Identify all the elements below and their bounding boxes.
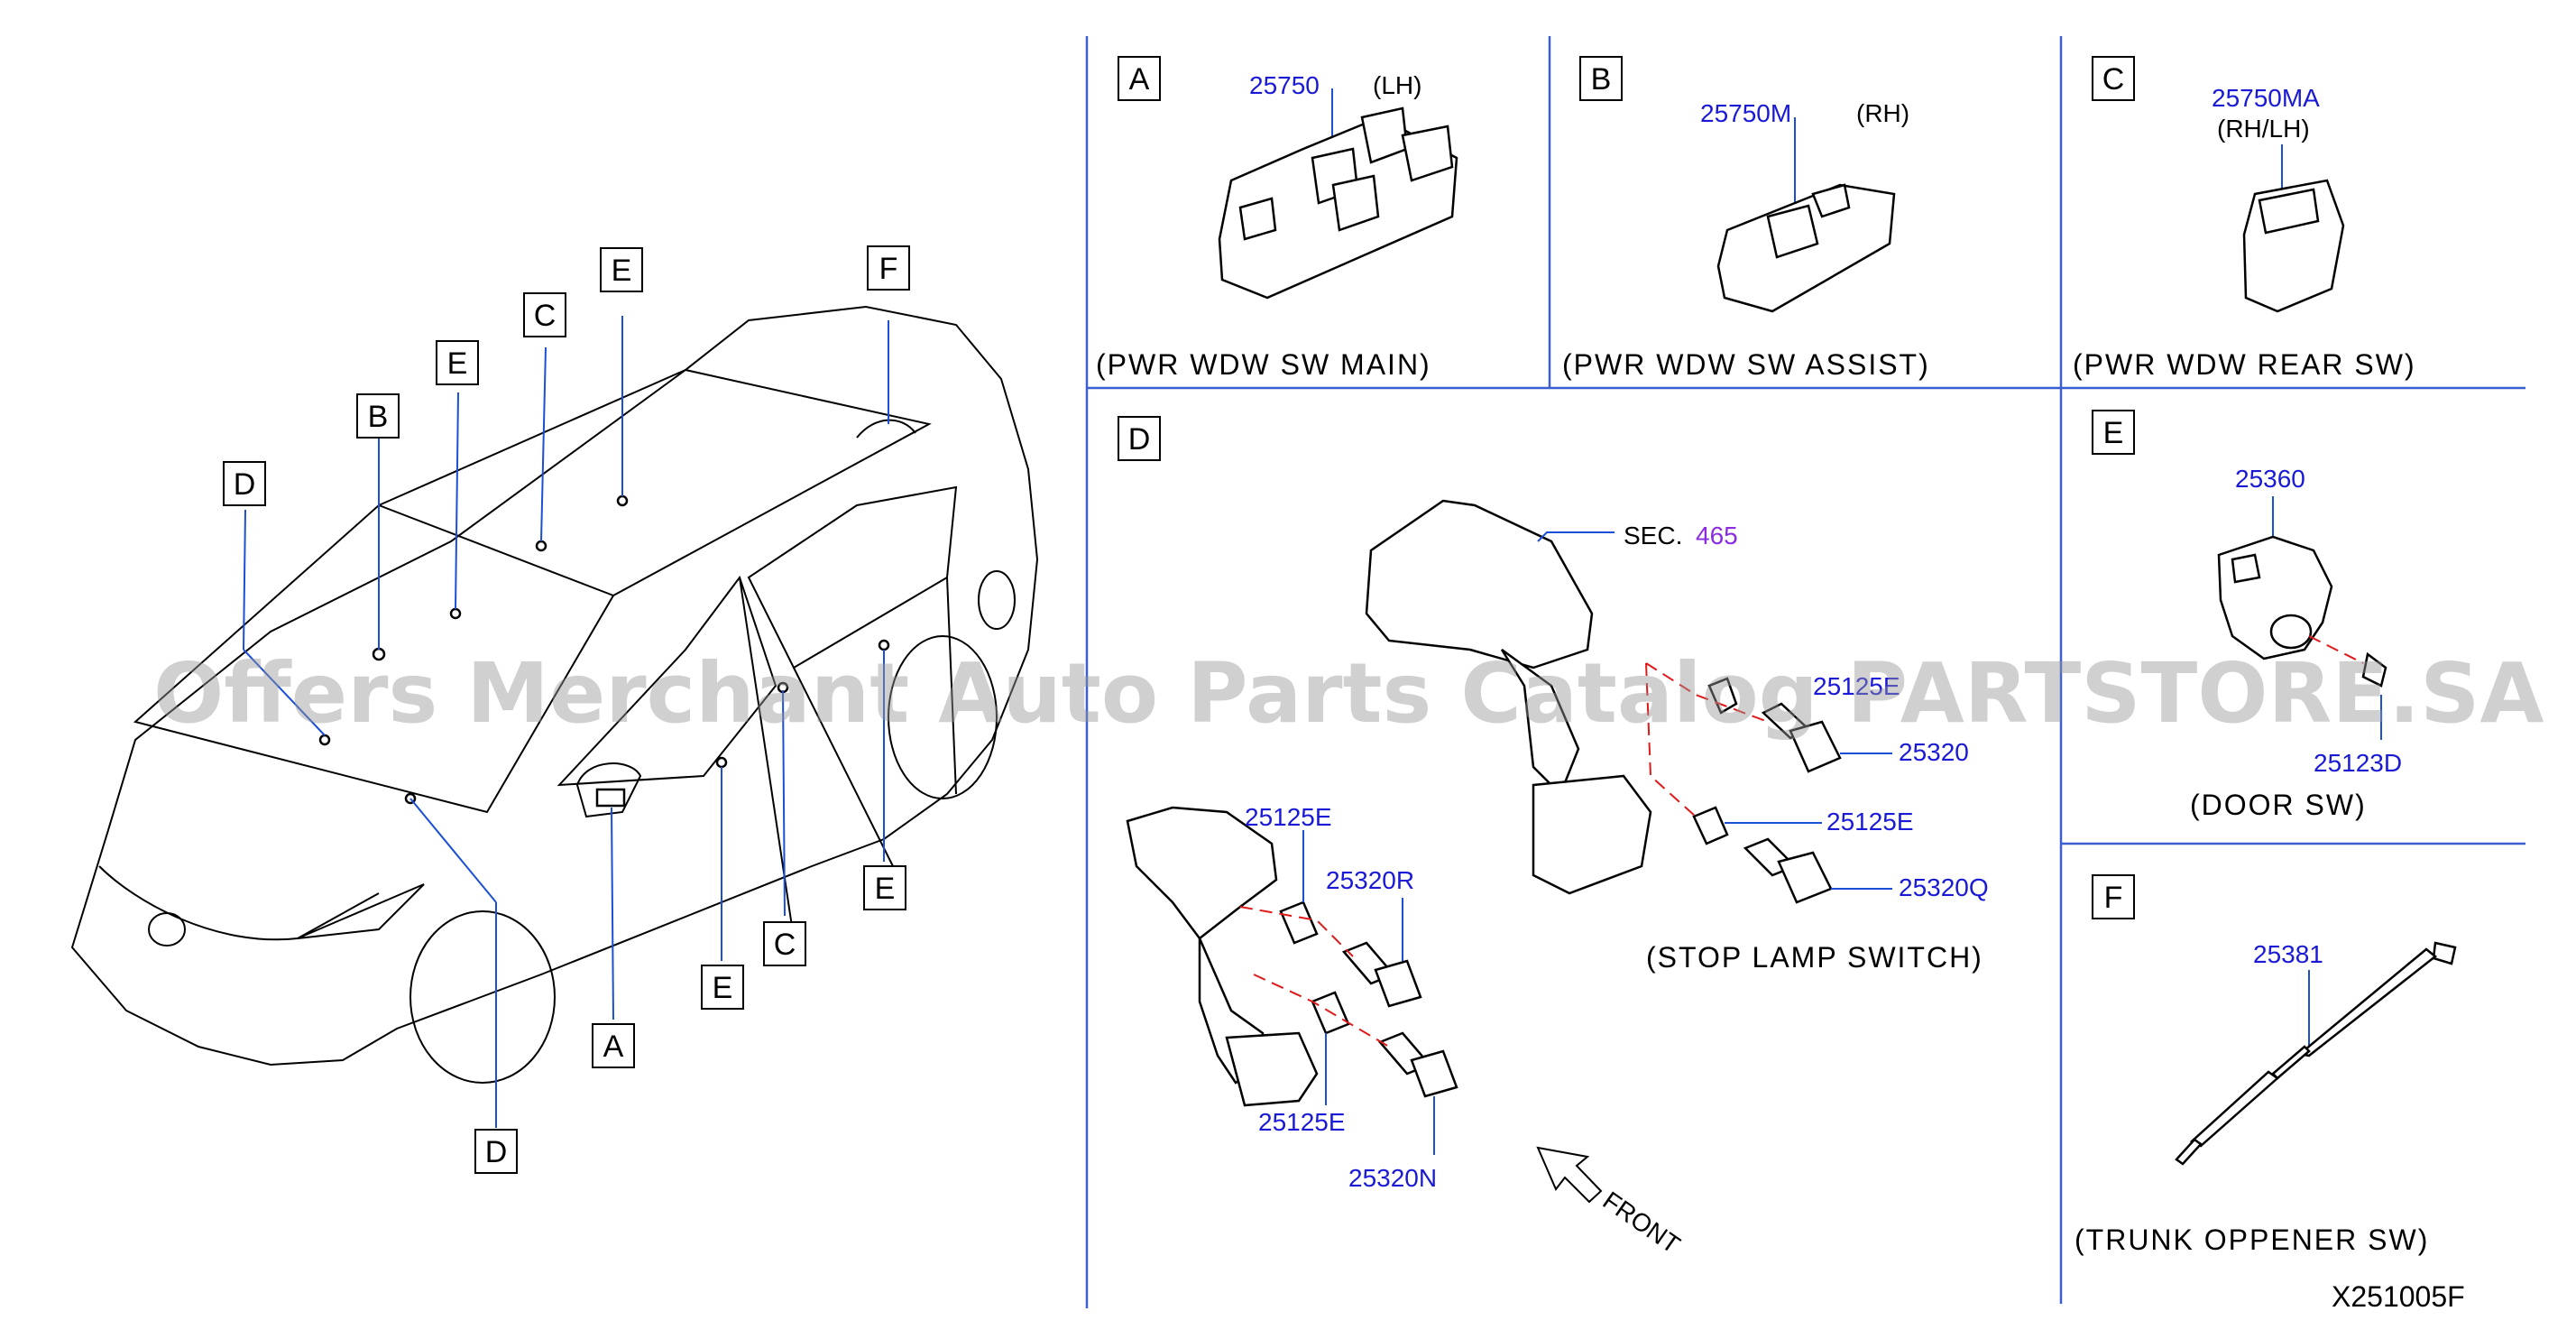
- svg-text:B: B: [368, 400, 389, 434]
- marker-a-door-switch: [595, 788, 626, 808]
- part-number-25360: 25360: [2235, 465, 2305, 493]
- part-number-25320n: 25320N: [1348, 1164, 1437, 1192]
- overview-callout-boxes: E C F E B D E: [223, 245, 910, 1174]
- stop-lamp-switch-25320q: [1692, 806, 1833, 904]
- car-rear-wheel: [888, 635, 998, 799]
- screw-icon: [2361, 651, 2387, 688]
- trunk-opener-switch: [2175, 941, 2457, 1166]
- svg-text:25125E: 25125E: [1258, 1108, 1346, 1136]
- car-front-wheel: [409, 910, 556, 1084]
- stop-lamp-switch-25320r: [1279, 900, 1422, 1008]
- svg-text:D: D: [485, 1135, 508, 1169]
- car-door-line: [739, 577, 957, 939]
- car-body-outline: [70, 305, 1039, 1067]
- marker-e-door: [715, 756, 728, 769]
- svg-text:(RH/LH): (RH/LH): [2217, 115, 2310, 143]
- part-number-25750ma: 25750MA: [2212, 84, 2320, 112]
- callout-f-rear: F: [867, 245, 910, 291]
- callout-d-bottom: D: [474, 1129, 518, 1174]
- pwr-wdw-main-switch: [1218, 106, 1458, 300]
- svg-text:25125E: 25125E: [1813, 672, 1900, 700]
- part-number-25320r: 25320R: [1326, 866, 1414, 894]
- svg-text:(LH): (LH): [1373, 71, 1421, 99]
- svg-text:E: E: [447, 346, 468, 381]
- part-number-25320: 25320: [1899, 738, 1969, 766]
- svg-text:(TRUNK OPPENER SW): (TRUNK OPPENER SW): [2075, 1224, 2429, 1256]
- car-grille: [98, 865, 380, 941]
- clutch-pedal-assembly: [1126, 806, 1319, 1107]
- svg-text:E: E: [612, 254, 632, 288]
- svg-text:C: C: [534, 299, 557, 333]
- callout-c-side: C: [763, 921, 806, 966]
- marker-c-roof: [535, 540, 547, 552]
- panel-dividers: [1085, 36, 2525, 1308]
- svg-text:A: A: [603, 1030, 624, 1064]
- marker-e-roof: [616, 494, 629, 507]
- panel-e: E 25360 25123D (DOOR SW): [2092, 410, 2402, 821]
- svg-text:(DOOR SW): (DOOR SW): [2190, 789, 2367, 821]
- svg-text:SEC.: SEC.: [1624, 522, 1682, 549]
- part-number-25320q: 25320Q: [1899, 873, 1989, 901]
- callout-e-door: E: [701, 965, 744, 1010]
- car-roof: [378, 368, 932, 596]
- svg-text:(PWR WDW SW ASSIST): (PWR WDW SW ASSIST): [1562, 348, 1930, 381]
- svg-text:D: D: [1128, 422, 1151, 457]
- callout-b: B: [356, 393, 400, 439]
- svg-text:F: F: [2104, 881, 2123, 915]
- svg-text:(STOP LAMP SWITCH): (STOP LAMP SWITCH): [1646, 941, 1983, 974]
- svg-text:FRONT: FRONT: [1598, 1187, 1686, 1260]
- watermark: Offers Merchant Auto Parts Catalog PARTS…: [153, 645, 2544, 742]
- svg-text:A: A: [1129, 62, 1150, 97]
- marker-e-windshield: [449, 607, 462, 620]
- marker-f-rear-opener: [856, 419, 916, 439]
- svg-text:C: C: [2102, 62, 2125, 97]
- callout-e-windshield: E: [436, 340, 479, 385]
- svg-text:C: C: [774, 928, 796, 962]
- callout-d-top: D: [223, 461, 266, 506]
- svg-text:(RH): (RH): [1856, 99, 1909, 127]
- svg-text:25125E: 25125E: [1826, 808, 1914, 836]
- callout-e-side-rear: E: [863, 865, 906, 910]
- front-arrow-icon: [1536, 1146, 1603, 1204]
- car-front-logo: [148, 912, 186, 947]
- svg-text:E: E: [713, 971, 733, 1005]
- overview-leaders: [243, 316, 889, 1128]
- callout-e-roof: E: [600, 247, 643, 292]
- section-number-465: 465: [1696, 522, 1738, 549]
- callout-a: A: [592, 1023, 635, 1068]
- svg-text:E: E: [875, 872, 896, 906]
- panel-f: F 25381 (TRUNK OPPENER SW): [2075, 874, 2457, 1256]
- svg-text:D: D: [234, 467, 256, 502]
- car-headlight: [297, 883, 425, 939]
- part-number-25750m: 25750M: [1700, 99, 1791, 127]
- panel-c: C 25750MA (RH/LH) (PWR WDW REAR SW): [2073, 56, 2416, 381]
- car-rear-lamp: [978, 570, 1016, 630]
- diagram-code: X251005F: [2332, 1280, 2465, 1313]
- panel-d: D SEC. 465 25125E 25320 25125E 25320Q: [1118, 416, 1989, 1260]
- panel-b: B 25750M (RH) (PWR WDW SW ASSIST): [1562, 56, 1930, 381]
- pwr-wdw-rear-switch: [2242, 179, 2345, 313]
- svg-text:(PWR WDW SW MAIN): (PWR WDW SW MAIN): [1096, 348, 1431, 381]
- brake-pedal-bracket: [1365, 499, 1652, 895]
- part-number-25123d: 25123D: [2314, 749, 2402, 777]
- car-side-window-front: [557, 575, 777, 787]
- svg-text:B: B: [1591, 62, 1612, 97]
- part-number-25750: 25750: [1249, 71, 1320, 99]
- svg-text:25125E: 25125E: [1245, 803, 1332, 831]
- car-overview: E C F E B D E: [70, 245, 1039, 1174]
- panel-a: A 25750 (LH) (PWR WDW SW MAIN): [1096, 56, 1458, 381]
- part-number-25381: 25381: [2253, 940, 2323, 968]
- svg-text:F: F: [879, 252, 898, 286]
- callout-c-roof: C: [523, 292, 566, 337]
- pwr-wdw-assist-switch: [1716, 183, 1896, 313]
- door-switch: [2217, 535, 2333, 660]
- stop-lamp-switch-25320: [1707, 677, 1842, 773]
- svg-text:E: E: [2103, 416, 2124, 450]
- car-side-window-rear: [747, 485, 958, 670]
- svg-text:(PWR WDW REAR SW): (PWR WDW REAR SW): [2073, 348, 2416, 381]
- car-side-mirror: [575, 762, 642, 818]
